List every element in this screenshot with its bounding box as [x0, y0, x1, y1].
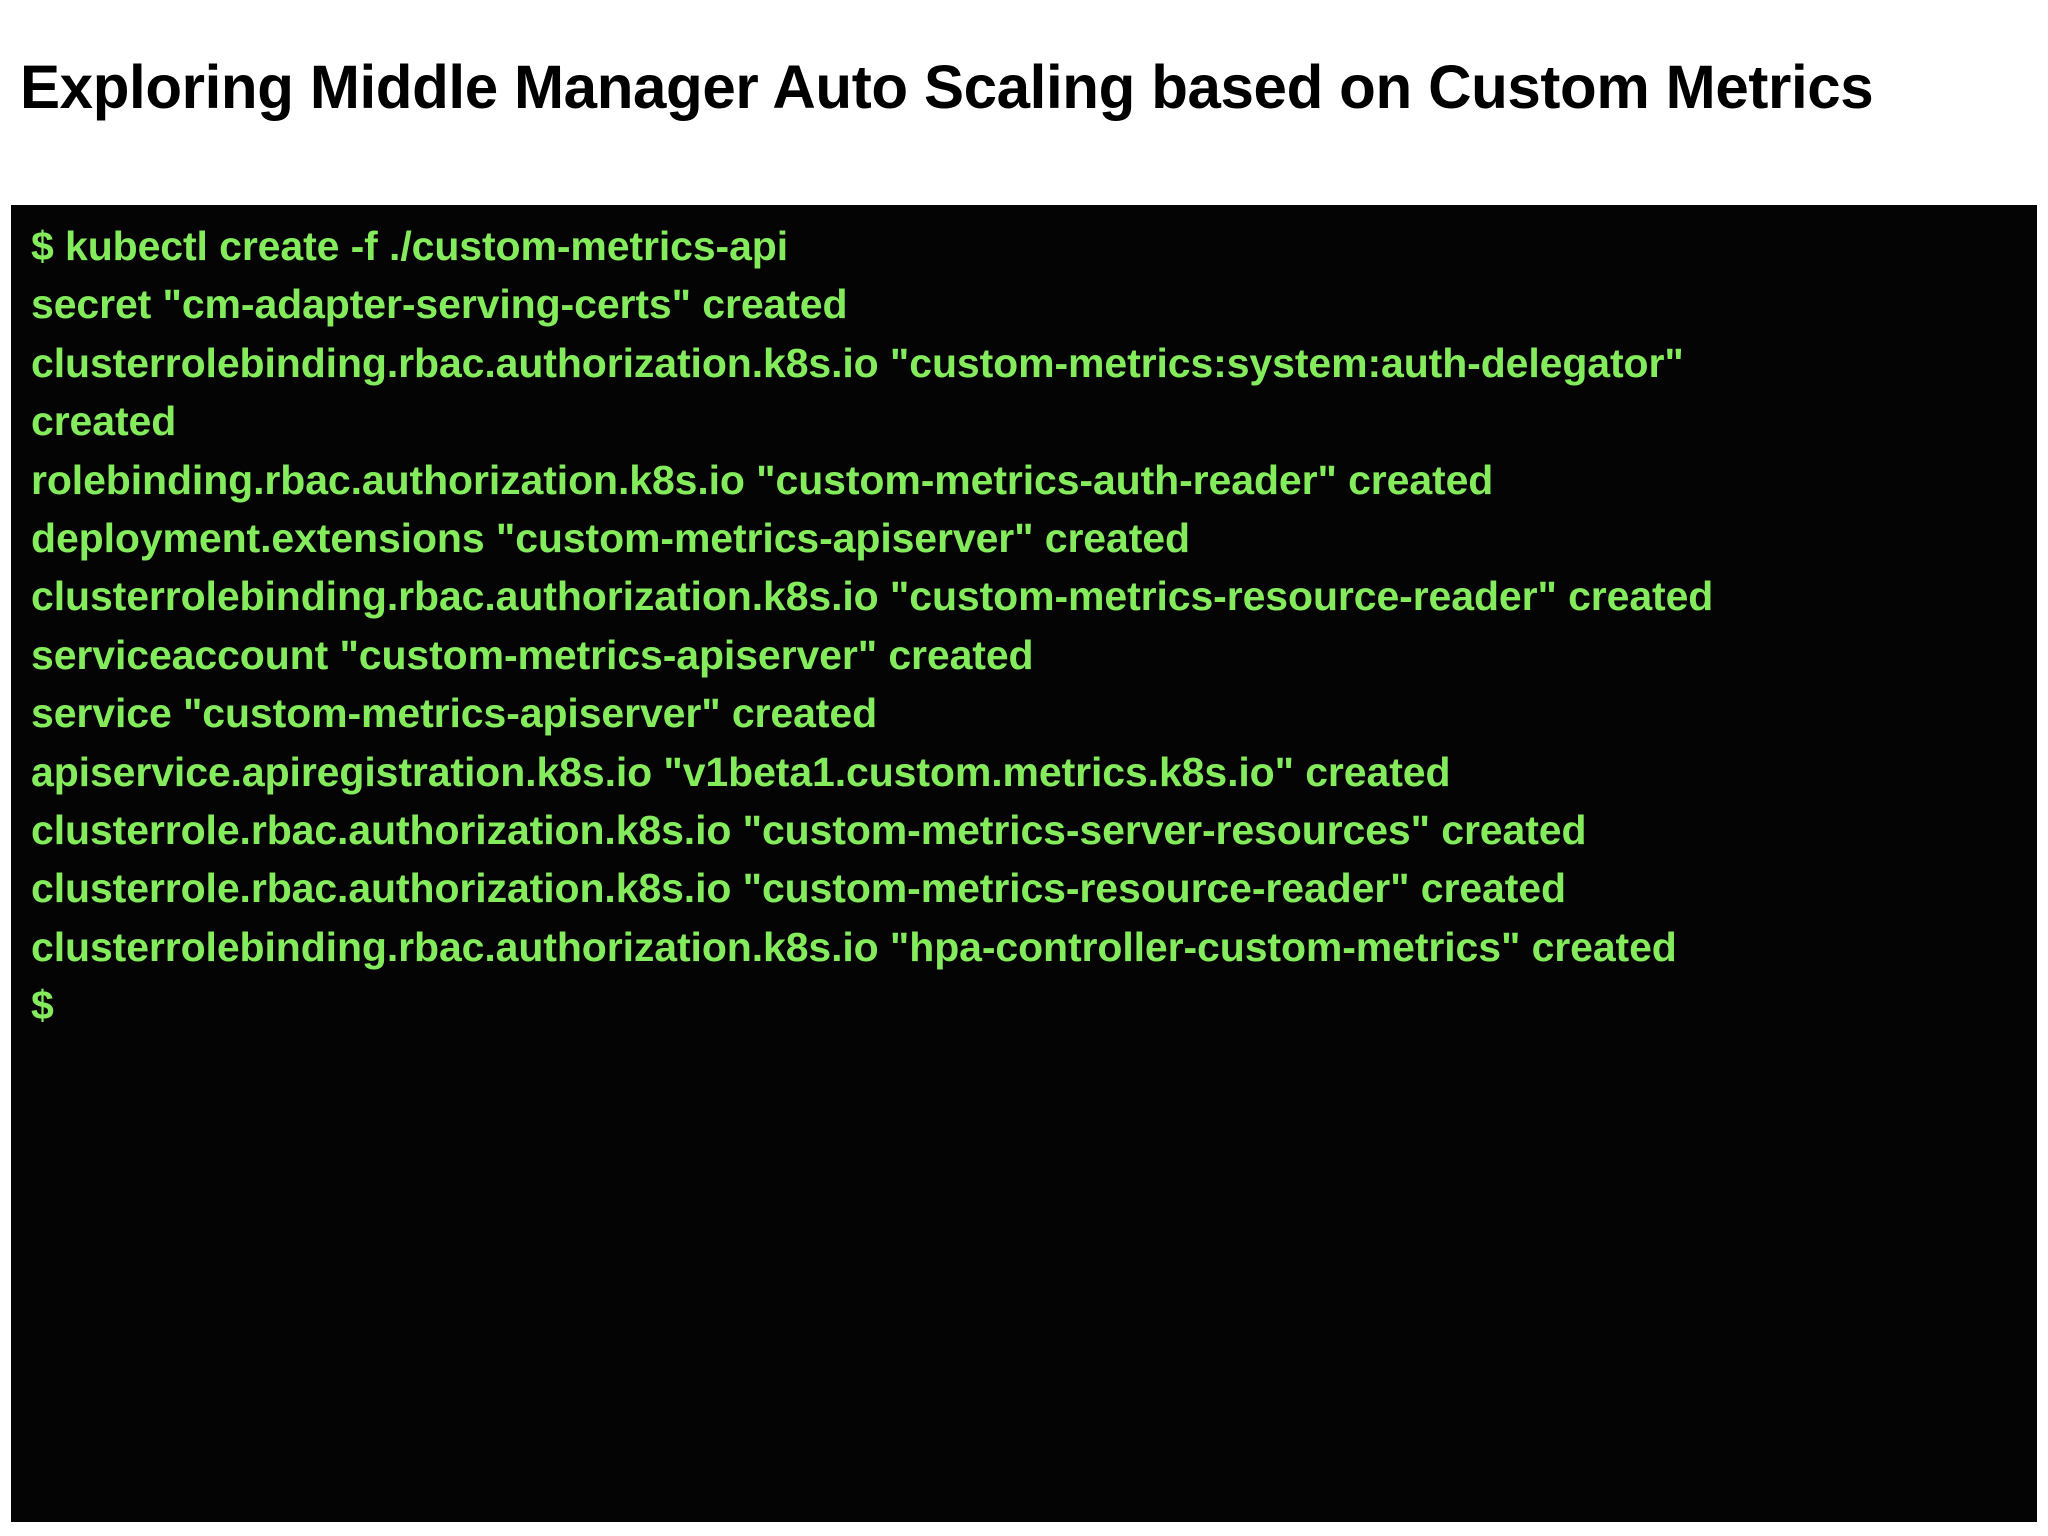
terminal-line: clusterrole.rbac.authorization.k8s.io "c… — [31, 807, 1587, 854]
terminal-line: clusterrolebinding.rbac.authorization.k8… — [31, 923, 1677, 970]
terminal-line: created — [31, 398, 177, 445]
terminal-output: $ kubectl create -f ./custom-metrics-api… — [11, 217, 2037, 1035]
terminal-line: rolebinding.rbac.authorization.k8s.io "c… — [31, 456, 1494, 503]
terminal-line: deployment.extensions "custom-metrics-ap… — [31, 515, 1190, 562]
terminal-line: service "custom-metrics-apiserver" creat… — [31, 690, 878, 737]
terminal-prompt-line: $ — [31, 982, 54, 1029]
terminal-line: serviceaccount "custom-metrics-apiserver… — [31, 631, 1034, 678]
page-title: Exploring Middle Manager Auto Scaling ba… — [20, 53, 1874, 121]
terminal-window[interactable]: $ kubectl create -f ./custom-metrics-api… — [11, 205, 2037, 1522]
terminal-line: clusterrolebinding.rbac.authorization.k8… — [31, 573, 1714, 620]
terminal-line: clusterrole.rbac.authorization.k8s.io "c… — [31, 865, 1566, 912]
terminal-line: apiservice.apiregistration.k8s.io "v1bet… — [31, 748, 1451, 795]
terminal-line: clusterrolebinding.rbac.authorization.k8… — [31, 339, 1684, 386]
terminal-line: $ kubectl create -f ./custom-metrics-api — [31, 223, 789, 269]
terminal-line: secret "cm-adapter-serving-certs" create… — [31, 281, 848, 328]
